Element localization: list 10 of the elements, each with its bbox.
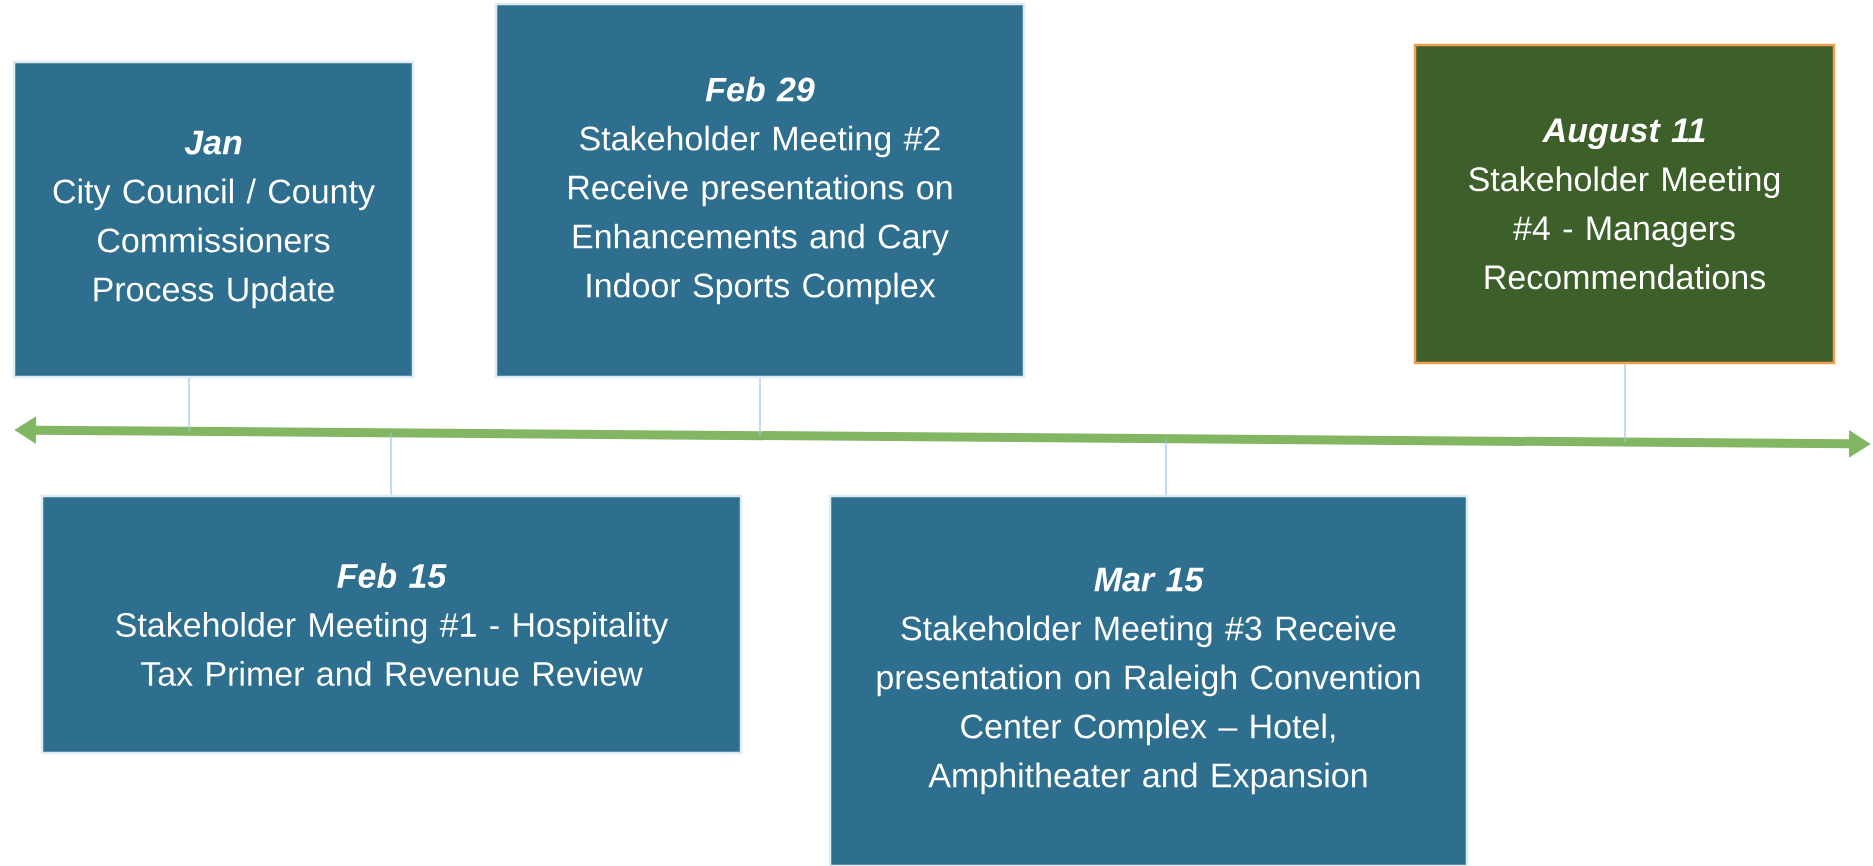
- leader-line: [1165, 438, 1167, 496]
- leader-line: [188, 377, 190, 432]
- leader-line: [390, 432, 392, 496]
- event-box: Feb 15 Stakeholder Meeting #1 - Hospitality Tax Primer and Revenue Review: [40, 494, 743, 755]
- event-box: Feb 29 Stakeholder Meeting #2 Receive presentations on Enhancements and Cary Indoor Sports Complex: [494, 2, 1026, 379]
- leader-line: [1624, 363, 1626, 443]
- event-box: Mar 15 Stakeholder Meeting #3 Receive presentation on Raleigh Convention Center Complex – Hotel, Amphitheater and Expansion: [828, 494, 1469, 866]
- leader-line: [759, 377, 761, 437]
- event-box: August 11 Stakeholder Meeting #4 - Managers Recommendations: [1413, 43, 1836, 365]
- event-box: Jan City Council / County Commissioners Process Update: [12, 60, 415, 379]
